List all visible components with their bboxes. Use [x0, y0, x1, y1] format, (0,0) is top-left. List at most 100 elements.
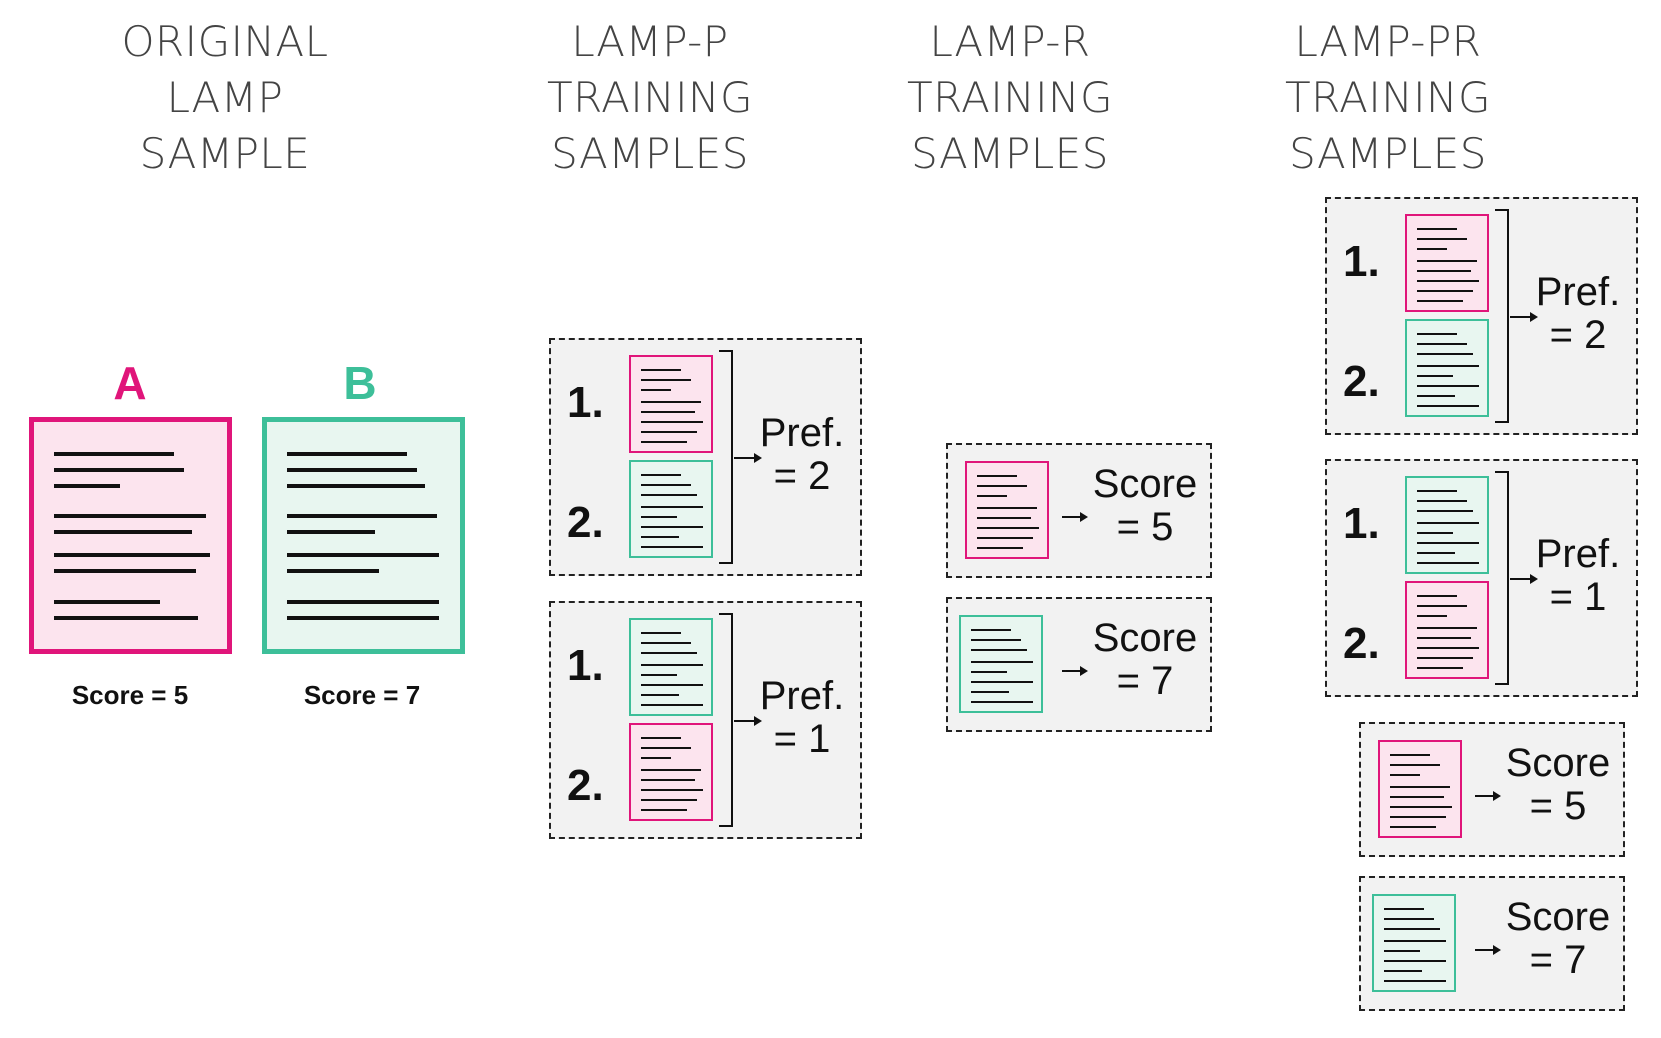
header-line: SAMPLE [139, 129, 311, 178]
text-line [641, 799, 697, 801]
result-line: = 7 [1529, 938, 1587, 982]
arrow-icon [1062, 512, 1088, 522]
text-line [1417, 552, 1455, 554]
text-line [1390, 806, 1452, 808]
text-line [641, 779, 695, 781]
preference-result: Pref. = 1 [1523, 533, 1633, 619]
text-line [1390, 816, 1446, 818]
text-line [1417, 647, 1479, 649]
lamp-r-score-box: Score = 5 [946, 443, 1212, 578]
text-line [641, 757, 671, 759]
text-line [641, 769, 701, 771]
text-line [1417, 290, 1473, 292]
text-line [1417, 353, 1473, 355]
text-line [1384, 940, 1446, 942]
text-line [977, 507, 1037, 509]
header-line: LAMP [166, 73, 284, 122]
result-line: = 7 [1116, 659, 1174, 703]
text-line [1417, 637, 1471, 639]
pair-bracket [719, 613, 733, 827]
rank-1-label: 1. [1343, 499, 1380, 548]
text-line [641, 652, 697, 654]
result-line: = 2 [1549, 313, 1607, 357]
text-line [1417, 595, 1457, 597]
text-line [641, 474, 681, 476]
text-line [977, 495, 1007, 497]
text-line [971, 661, 1033, 663]
rank-2-label: 2. [1343, 619, 1380, 668]
document-a-icon [1405, 581, 1489, 679]
text-line [641, 747, 691, 749]
doc-b-label: B [343, 357, 377, 409]
header-line: TRAINING [1284, 73, 1492, 122]
text-line [1417, 667, 1463, 669]
text-line [1417, 510, 1473, 512]
text-line [641, 704, 703, 706]
preference-result: Pref. = 2 [1523, 271, 1633, 357]
text-line [1417, 375, 1453, 377]
score-result: Score = 5 [1493, 742, 1623, 828]
preference-result: Pref. = 1 [747, 675, 857, 761]
result-line: Score [1505, 895, 1611, 939]
text-line [641, 674, 677, 676]
text-line [54, 514, 206, 518]
text-line [1417, 228, 1457, 230]
text-line [977, 537, 1033, 539]
result-line: Score [1092, 616, 1198, 660]
text-line [641, 484, 691, 486]
doc-a-label: A [113, 357, 147, 409]
text-line [641, 664, 703, 666]
score-result: Score = 7 [1493, 896, 1623, 982]
header-line: LAMP-R [929, 17, 1091, 66]
text-line [1384, 970, 1422, 972]
lamp-p-pair-box: 1. 2. Pref. = 2 [549, 338, 862, 576]
text-line [1384, 950, 1420, 952]
text-line [971, 691, 1009, 693]
text-line [971, 629, 1011, 631]
text-line [971, 701, 1033, 703]
lamp-pr-pair-box: 1. 2. Pref. = 2 [1325, 197, 1638, 435]
text-line [641, 684, 703, 686]
lamp-pr-score-box: Score = 7 [1359, 876, 1625, 1011]
text-line [641, 431, 697, 433]
text-line [641, 642, 691, 644]
text-line [54, 484, 120, 488]
text-line [1417, 542, 1479, 544]
text-line [1417, 532, 1453, 534]
text-line [641, 379, 691, 381]
document-b-icon [959, 615, 1043, 713]
text-line [641, 516, 677, 518]
document-b-icon [1405, 476, 1489, 574]
text-line [641, 789, 703, 791]
text-line [287, 569, 379, 573]
text-line [641, 401, 701, 403]
text-line [54, 553, 210, 557]
text-line [287, 484, 425, 488]
document-a-icon [1405, 214, 1489, 312]
text-line [54, 468, 184, 472]
text-line [971, 639, 1021, 641]
text-line [1390, 754, 1430, 756]
text-line [54, 452, 174, 456]
result-line: = 5 [1116, 505, 1174, 549]
result-line: Score [1505, 741, 1611, 785]
rank-1-label: 1. [567, 378, 604, 427]
text-line [641, 411, 695, 413]
text-line [54, 569, 196, 573]
arrow-icon [734, 453, 762, 463]
header-line: LAMP-PR [1294, 17, 1482, 66]
arrow-icon [1510, 574, 1538, 584]
text-line [1417, 562, 1479, 564]
document-a-icon [629, 723, 713, 821]
doc-b-score-caption: Score = 7 [303, 680, 421, 710]
text-line [1417, 522, 1479, 524]
text-line [287, 452, 407, 456]
text-line [641, 737, 681, 739]
result-line: = 2 [773, 454, 831, 498]
preference-result: Pref. = 2 [747, 412, 857, 498]
text-line [1390, 764, 1440, 766]
arrow-icon [734, 716, 762, 726]
text-line [1417, 500, 1467, 502]
document-b-icon [629, 618, 713, 716]
text-line [641, 526, 703, 528]
